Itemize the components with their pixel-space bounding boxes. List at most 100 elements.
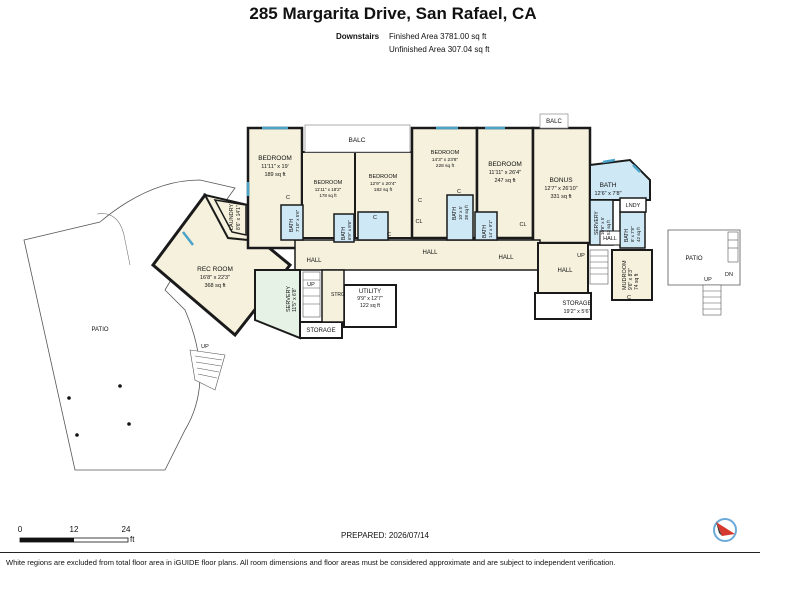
windows [182, 126, 641, 246]
bath-d-dims: 14' x 9'1" [488, 220, 493, 238]
servery-right-area: 53 sq ft [606, 219, 611, 235]
patio-post [67, 396, 71, 400]
cl-label-2: CL [519, 222, 526, 228]
patio-post [127, 422, 131, 426]
bath-right-dims: 12'6" x 7'8" [594, 191, 621, 197]
bedroom2-area: 178 sq ft [319, 193, 337, 198]
balc-right-label: BALC [546, 119, 562, 125]
scale-tick-0: 0 [18, 525, 23, 534]
patio-left-outline [23, 179, 236, 471]
bonus-area: 331 sq ft [550, 194, 572, 200]
up-label-4: UP [704, 277, 712, 283]
bedroom4-dims: 14'3" x 23'8" [432, 157, 459, 163]
hall-label-4: HALL [557, 268, 573, 274]
rec-room-area: 368 sq ft [204, 283, 226, 289]
bedroom5-area: 247 sq ft [494, 178, 516, 184]
patio-right [667, 229, 741, 286]
bedroom4-name: BEDROOM [431, 150, 460, 156]
cl-label-1: CL [415, 219, 422, 225]
hall-label-1: HALL [306, 258, 322, 264]
bonus-dims: 12'7" x 26'10" [544, 186, 577, 192]
bath-a-dims: 7'10" x 5'6" [295, 209, 300, 232]
divider [0, 552, 760, 553]
bedroom2-name: BEDROOM [314, 180, 343, 186]
utility-area: 122 sq ft [360, 303, 380, 309]
hall-label-5: HALL [603, 236, 617, 242]
bath-b-dims: 6'9" x 8'6" [347, 220, 352, 240]
bedroom1-name: BEDROOM [258, 155, 292, 162]
c-label-5: C [457, 189, 461, 195]
balcony-right [539, 113, 569, 129]
up-label-3: UP [577, 253, 585, 259]
scale-tick-24: 24 [122, 525, 131, 534]
up-label-1: UP [307, 282, 315, 288]
room-labels: BEDROOM 11'11" x 19' 189 sq ft BEDROOM 1… [91, 119, 733, 350]
mudroom-name: MUDROOM [622, 260, 628, 290]
mudroom-area: 74 sq ft [634, 273, 640, 290]
bedroom3-dims: 12'9" x 20'4" [370, 181, 397, 187]
scale-unit: ft [130, 535, 135, 544]
bedroom3-name: BEDROOM [369, 174, 398, 180]
bedroom2-dims: 11'11" x 18'2" [315, 187, 342, 192]
bedroom5-name: BEDROOM [488, 161, 522, 168]
patio-post [118, 384, 122, 388]
stairs-left [189, 349, 226, 391]
bath-c-name: BATH [452, 207, 458, 220]
bedroom5-dims: 11'11" x 26'4" [489, 170, 521, 176]
balc-top-label: BALC [349, 137, 366, 144]
dn-label: DN [725, 272, 733, 278]
patio-curve-inner [96, 213, 131, 266]
rec-room-dims: 16'8" x 22'3" [200, 275, 230, 281]
c-label-6: C [627, 295, 631, 301]
floor-fills [150, 126, 653, 340]
patio-left-label: PATIO [91, 327, 108, 333]
strg-label: STRG [331, 292, 345, 298]
hall-label-3: HALL [498, 255, 514, 261]
mudroom-dims: 9'6" x 8'3" [628, 268, 634, 290]
level-label: Downstairs [336, 32, 380, 41]
bedroom4-area: 228 sq ft [436, 163, 455, 169]
bedroom3-area: 182 sq ft [374, 187, 393, 193]
bonus-name: BONUS [549, 177, 573, 184]
stairs-right [702, 231, 739, 316]
utility-name: UTILITY [359, 289, 381, 295]
bath-d-name: BATH [482, 225, 488, 238]
stairs-up-center [589, 249, 609, 285]
servery-right-name: SERVERY [594, 211, 600, 235]
storage-right-dims: 19'2" x 5'6" [563, 309, 590, 315]
plan-title: 285 Margarita Drive, San Rafael, CA [249, 4, 537, 23]
bath-c-area: 38 sq ft [464, 204, 469, 220]
up-label-2: UP [201, 344, 209, 350]
c-label-3: C [387, 232, 391, 238]
stairs-up-left [302, 271, 321, 318]
servery-left-dims: 11'5" x 6'8" [292, 288, 298, 312]
patio-right-label: PATIO [685, 256, 702, 262]
c-label-1: C [286, 195, 290, 201]
bath-e-area: 42 sq ft [636, 226, 641, 242]
scale-tick-12: 12 [70, 525, 79, 534]
bath-a-name: BATH [289, 219, 295, 232]
lndy-label: LNDY [626, 203, 641, 209]
finished-area: Finished Area 3781.00 sq ft [389, 32, 487, 41]
bath-e-name: BATH [624, 229, 630, 242]
scale-bar: 0 12 24 ft [18, 525, 135, 544]
utility-dims: 9'9" x 12'7" [357, 296, 383, 302]
servery-left-name: SERVERY [286, 286, 292, 312]
bath-b-name: BATH [341, 227, 347, 240]
laundry-name: LAUNDRY [229, 203, 235, 230]
laundry-dims: 8'6" x 14'1" [236, 205, 242, 230]
prepared-date: PREPARED: 2026/07/14 [341, 531, 429, 540]
storage-left-label: STORAGE [306, 328, 335, 334]
patio-post [75, 433, 79, 437]
bath-e-dims: 8' x 7'8" [630, 226, 635, 242]
bedroom1-area: 189 sq ft [264, 172, 286, 178]
storage-right-name: STORAGE [562, 301, 591, 307]
compass-icon [713, 518, 737, 542]
bath-right-name: BATH [600, 182, 617, 189]
rec-room-name: REC ROOM [197, 266, 233, 273]
servery-right-dims: 10'6" x 5' [600, 217, 605, 235]
hall-label-2: HALL [422, 250, 438, 256]
bath-c-dims: 10' x 5' [458, 206, 463, 220]
balcony-top [304, 124, 411, 153]
